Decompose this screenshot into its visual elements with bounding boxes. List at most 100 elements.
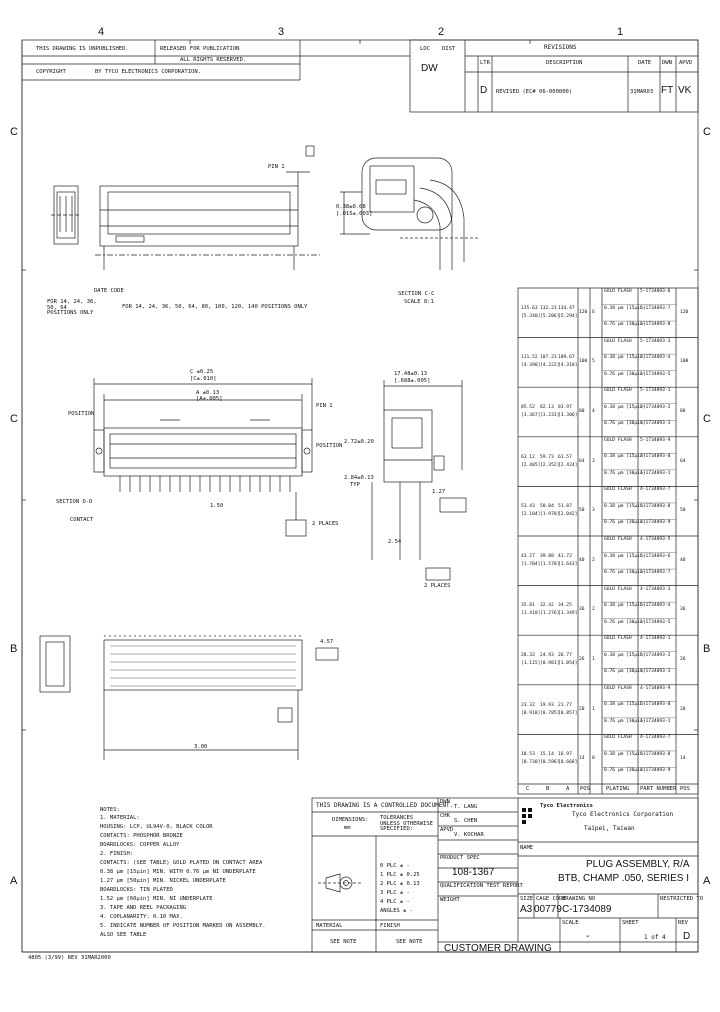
table-a-inch: [3.306] [558,413,578,418]
dim-a: 0.38±0.08 [336,204,366,210]
table-a-inch: [1.054] [558,661,578,666]
cage-value: 00779 [534,904,562,915]
table-c-value: 18.53 [521,752,535,758]
section-c-c [361,157,453,231]
section-d-label: SECTION D-D [56,499,93,505]
table-plating: 0.38 μm [15μin] [604,305,646,311]
note-positions: FOR 14, 24, 36, 50, 64 POSITIONS ONLY [47,299,97,316]
table-plating: GOLD FLASH [604,586,632,592]
title-block [311,797,699,953]
table-a-value: 134.47 [558,305,575,311]
table-plating: 0.76 μm [30μin] [604,718,646,724]
zone-row-c: C [10,126,18,138]
table-plating: 0.76 μm [30μin] [604,619,646,625]
name-label: NAME [520,845,534,851]
dim-d2: [.688±.005] [394,378,431,384]
finish-value: SEE NOTE [396,939,423,945]
table-c-inch: [1.410] [521,611,541,617]
table-part-number: 5-1734093-8 [640,751,671,757]
prod-spec-value: 108-1367 [452,867,495,878]
connector-front-view [103,427,303,477]
table-b-value: 59.73 [540,454,554,460]
restricted-label: RESTRICTED TO [660,896,704,902]
table-b-value: 50.04 [540,504,554,510]
table-plating: GOLD FLASH [604,487,632,493]
typ-label: TYP [350,482,360,488]
zone-row-b: B [10,643,18,655]
table-b-value: 39.88 [540,553,554,559]
table-c-inch: [4.390] [521,363,541,369]
table-b-inch: [3.233] [540,413,560,418]
places-label-2: 2 PLACES [312,521,339,527]
scale-label: SCALE [562,920,579,926]
table-a-value: 51.87 [558,504,572,510]
table-part-number: 1-1734093-9 [640,520,671,526]
rev-col-apvd: APVD [679,60,693,66]
dw-label: DW [421,63,438,74]
table-c-inch: [3.367] [521,413,541,418]
drawing-no-label: DRAWING NO [562,896,596,902]
tbl-col-b: B [546,786,550,792]
zone-col-3: 3 [278,26,285,38]
note-line: HOUSING: LCP, UL94V-0, BLACK COLOR [100,824,213,830]
dwn-value: T. LANG [454,804,478,810]
table-c-inch: [5.340] [521,313,541,319]
table-qty-value: 0 [592,756,595,762]
dim-k: 4.57 [320,639,334,645]
table-part-number: 4-1734093-1 [640,636,671,642]
dwn-label: DWN [440,799,450,805]
table-b-value: 32.42 [540,603,554,609]
zone-row-c2: C [10,413,18,425]
title-line-2: BTB, CHAMP .050, SERIES I [558,873,689,884]
table-b-value: 19.93 [540,702,554,708]
note-line: ALSO SEE TABLE [100,932,147,938]
dim-b2: [C±.010] [190,376,217,382]
table-part-number: 2-1734093-0 [640,454,671,460]
table-pos-value: 120 [579,309,588,315]
cage-label: CAGE CODE [536,896,566,902]
dim-g: 1.27 [432,489,446,495]
table-pos-right: 64 [680,458,686,464]
table-pos-value: 20 [579,706,585,712]
table-part-number: 2-1734093-2 [640,404,671,410]
table-plating: 0.38 μm [15μin] [604,553,646,559]
table-b-inch: [0.981] [540,661,560,666]
zone-row-a-right: A [703,875,711,887]
table-plating: 0.76 μm [30μin] [604,421,646,427]
zone-row-b-right: B [703,643,711,655]
note-line: CONTACTS: (SEE TABLE) GOLD PLATED ON CON… [100,860,263,866]
tbl-col-pos: POS [580,786,590,792]
mm-label: mm [344,825,351,831]
table-part-number: 5-1734093-8 [640,503,671,509]
table-plating: 0.76 μm [30μin] [604,322,646,328]
rev-col-desc: DESCRIPTION [546,60,583,66]
note-line: 2. FINISH: [100,851,134,857]
table-a-value: 34.25 [558,603,572,609]
table-c-value: 23.32 [521,702,535,708]
table-pos-right: 100 [680,359,689,365]
section-c-label: SECTION C-C [398,291,435,297]
table-qty-value: 5 [592,359,595,365]
loc-label: LOC [420,46,430,52]
table-pos-right: 26 [680,657,686,662]
table-a-value: 21.77 [558,702,572,708]
dim-i: 1.50 [210,503,224,509]
table-part-number: 5-1734093-3 [640,338,671,344]
title-line-1: PLUG ASSEMBLY, R/A [586,859,690,870]
table-qty-value: 4 [592,409,595,414]
table-c-value: 85.52 [521,405,535,410]
note-line: 1. MATERIAL: [100,815,140,821]
places-label: 2 PLACES [424,583,451,589]
rev-desc: REVISED (EC# 06-000000) [496,89,573,95]
rights-note: ALL RIGHTS RESERVED. [180,57,247,63]
note-line: CONTACTS: PHOSPHOR BRONZE [100,833,183,839]
table-c-value: 135.63 [521,305,538,311]
table-a-inch: [0.857] [558,710,578,716]
position-label-left: POSITION [68,411,95,417]
table-plating: GOLD FLASH [604,338,632,344]
table-part-number: 1-1734093-8 [640,322,671,328]
dim-c2: [A±.005] [196,396,223,402]
table-c-inch: [0.730] [521,760,541,766]
table-c-inch: [1.115] [521,661,541,666]
revisions-header: REVISIONS [544,44,577,51]
